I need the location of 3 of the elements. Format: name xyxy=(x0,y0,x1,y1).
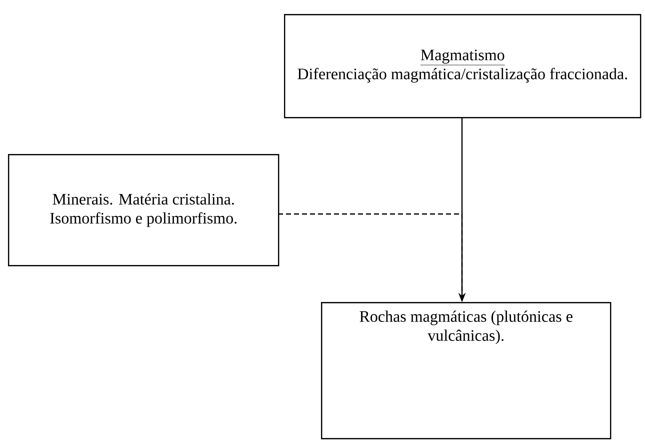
text-box: Rochas magmáticas (plutónicas e vulcânicas). xyxy=(321,302,612,440)
text-box: Magmatismo Diferenciação magmática/cristalização fraccionada. xyxy=(284,14,642,118)
text-box: Minerais. Matéria cristalina. Isomorfismo e polimorfismo. xyxy=(8,154,280,266)
